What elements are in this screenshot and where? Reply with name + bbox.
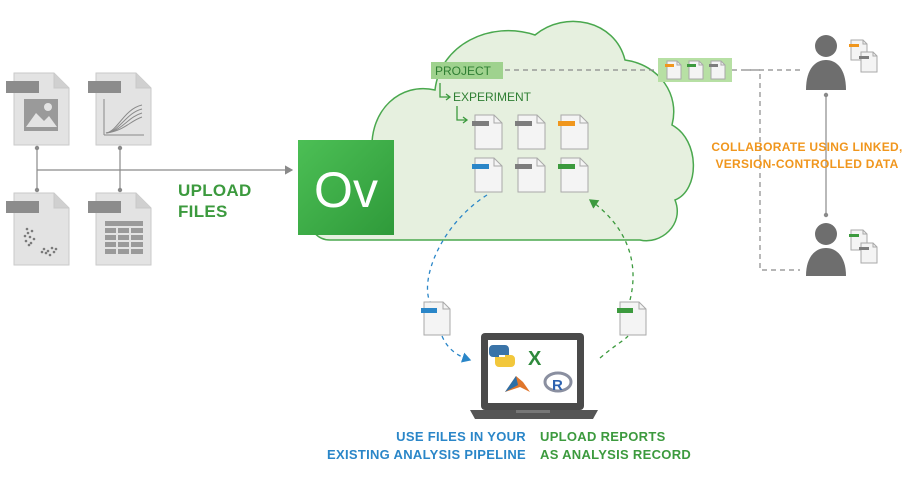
upload-arrow-upper [588,199,634,301]
user-top-file-2 [859,51,878,73]
linked-file-1 [665,60,682,80]
collaborate-label: COLLABORATE USING LINKED, VERSION-CONTRO… [711,140,903,171]
user-bottom-file-2 [859,242,878,264]
source-file-connectors [34,145,294,193]
cloud-file-4 [472,157,503,193]
cloud-file-3 [558,114,589,150]
matlab-icon [505,376,530,392]
download-file [421,301,451,336]
linked-file-2 [687,60,704,80]
user-avatar-bottom [806,223,846,276]
experiment-branch-arrow [456,106,466,121]
linked-data-bundle [658,58,732,82]
ov-logo: Ov [298,140,394,235]
upload-arrow-lower [599,335,629,359]
experiment-label: EXPERIMENT [453,90,532,104]
table-file-icon [88,192,152,266]
upload-files-label: UPLOAD FILES [178,181,252,221]
r-icon: R [543,371,573,394]
project-branch-arrow [439,83,449,98]
user-avatar-top [806,35,846,90]
python-icon [489,345,515,367]
collaboration-links [505,69,829,271]
cloud-file-5 [515,157,546,193]
image-file-icon [6,72,70,146]
use-files-label: USE FILES IN YOUR EXISTING ANALYSIS PIPE… [327,429,526,462]
cloud-file-grid [472,114,589,193]
upload-reports-label: UPLOAD REPORTS AS ANALYSIS RECORD [540,429,692,462]
transfer-files [421,301,647,336]
project-tag: PROJECT [431,62,503,79]
linked-file-3 [709,60,726,80]
svg-text:R: R [552,377,563,394]
report-file [617,301,647,336]
project-label: PROJECT [435,64,492,78]
download-arrow-lower [441,335,472,363]
cloud-file-1 [472,114,503,150]
curve-chart-file-icon [88,72,152,146]
scatter-plot-file-icon [6,192,70,266]
excel-icon: X [528,348,542,370]
user-top-files [849,39,878,73]
user-bottom-files [849,229,878,264]
laptop: X R [470,333,598,419]
cloud-file-2 [515,114,546,150]
download-arrow-upper [426,194,488,303]
cloud-file-6 [558,157,589,193]
logo-text: Ov [314,162,378,218]
